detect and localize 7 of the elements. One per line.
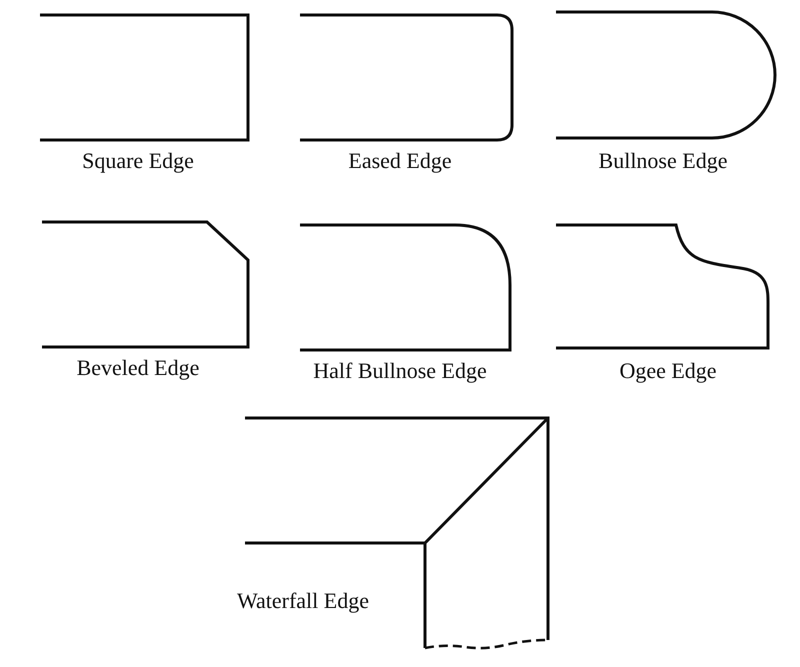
caption: Bullnose Edge <box>598 148 728 174</box>
caption: Beveled Edge <box>76 355 200 381</box>
caption: Square Edge <box>82 148 194 174</box>
caption: Eased Edge <box>348 148 452 174</box>
caption: Waterfall Edge <box>237 588 369 614</box>
caption: Ogee Edge <box>619 358 717 384</box>
caption: Half Bullnose Edge <box>313 358 487 384</box>
